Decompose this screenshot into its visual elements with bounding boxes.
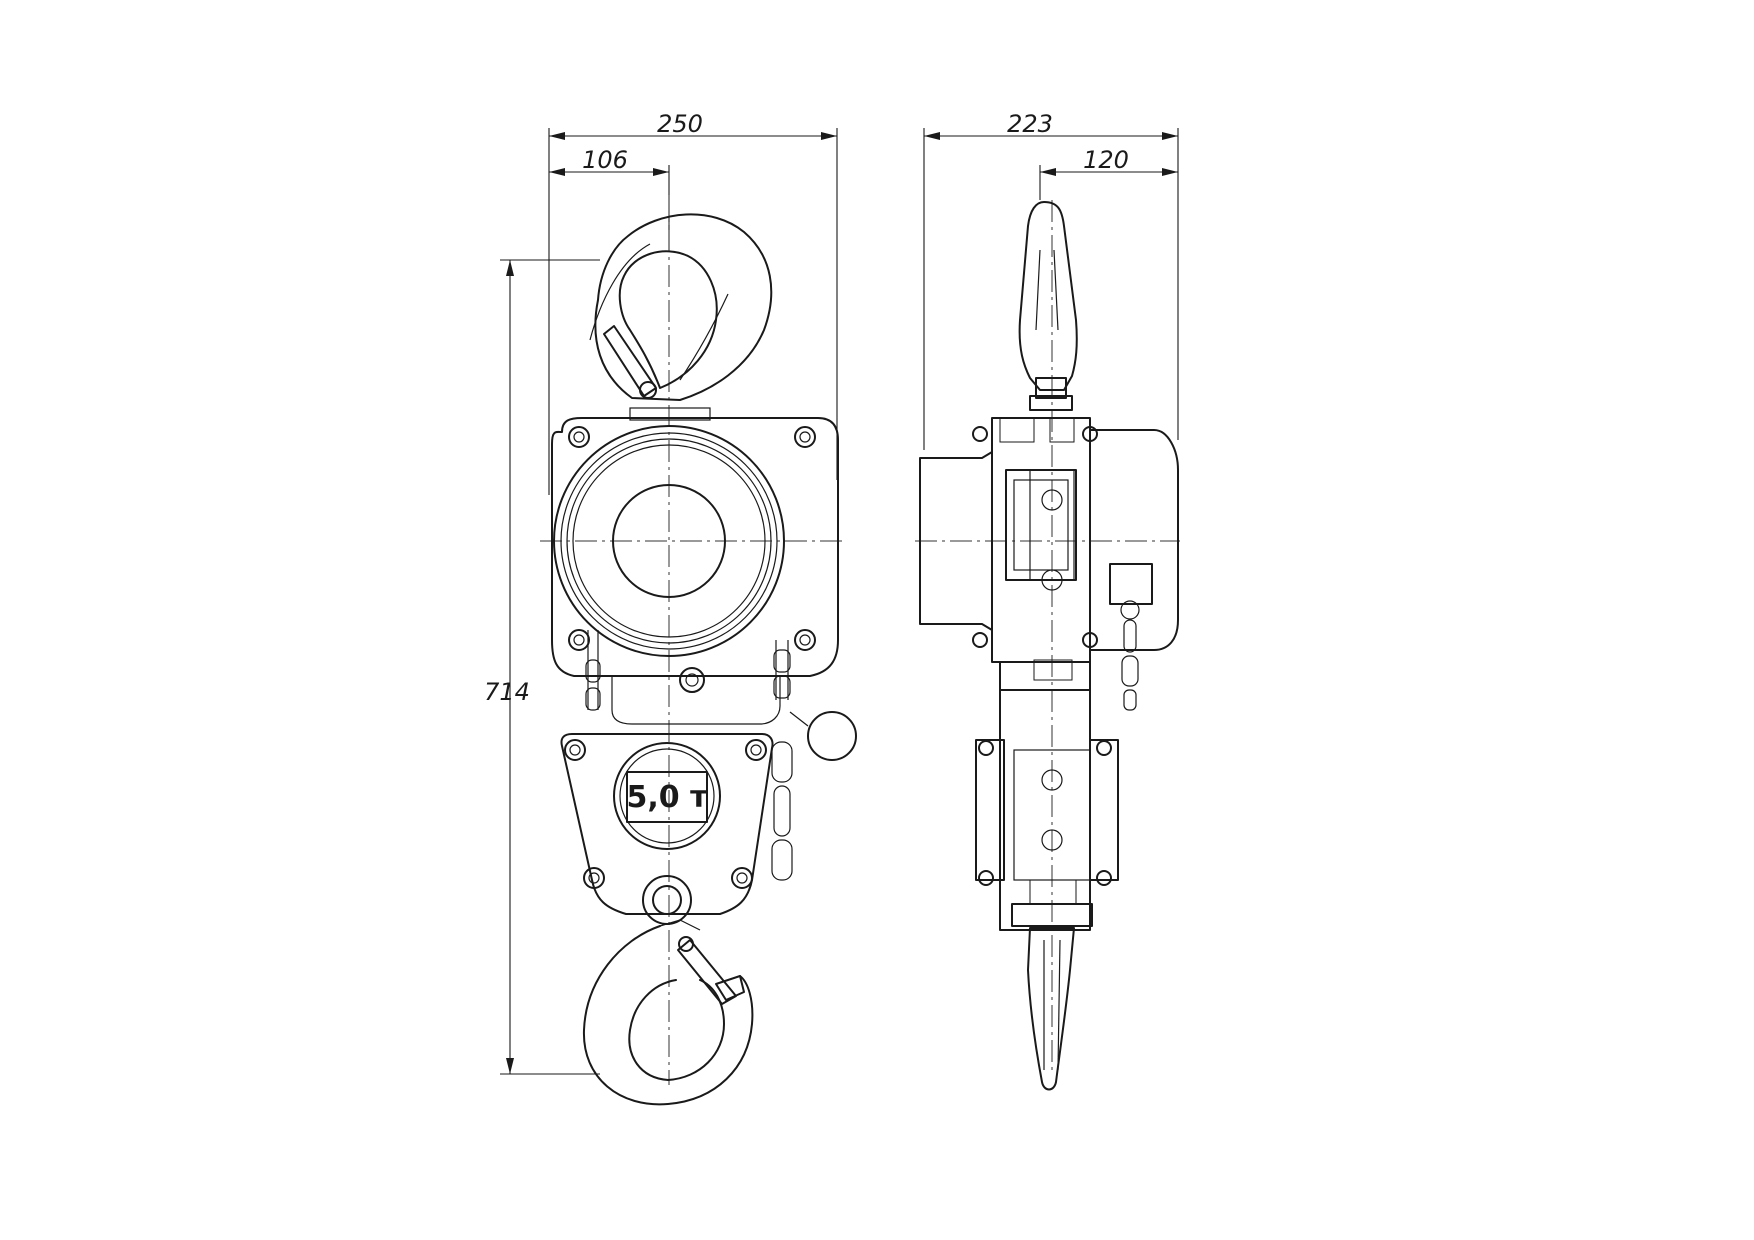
capacity-label: 5,0 т bbox=[627, 780, 709, 815]
side-dimensions: 223 120 bbox=[923, 110, 1179, 450]
side-view bbox=[915, 200, 1180, 1091]
front-dimensions: 250 106 714 bbox=[484, 110, 838, 1075]
top-hook bbox=[589, 213, 773, 401]
dim-714: 714 bbox=[484, 678, 530, 706]
housing-bolts bbox=[568, 426, 816, 693]
side-block-bolts bbox=[978, 740, 1112, 886]
dim-223: 223 bbox=[1007, 110, 1053, 138]
side-housing bbox=[919, 417, 1179, 711]
dim-120: 120 bbox=[1083, 146, 1129, 174]
side-lower-block bbox=[975, 689, 1119, 931]
front-view: 5,0 т bbox=[540, 195, 857, 1106]
side-bottom-hook bbox=[1027, 927, 1075, 1091]
block-bolts bbox=[564, 739, 767, 889]
side-top-hook bbox=[1018, 201, 1078, 411]
dim-106: 106 bbox=[582, 146, 628, 174]
dim-250: 250 bbox=[657, 110, 703, 138]
side-housing-bolts bbox=[972, 426, 1098, 648]
upper-housing bbox=[551, 407, 857, 761]
bottom-hook bbox=[582, 919, 754, 1106]
capacity-badge-frame bbox=[626, 771, 708, 823]
lower-block: 5,0 т bbox=[560, 733, 793, 925]
